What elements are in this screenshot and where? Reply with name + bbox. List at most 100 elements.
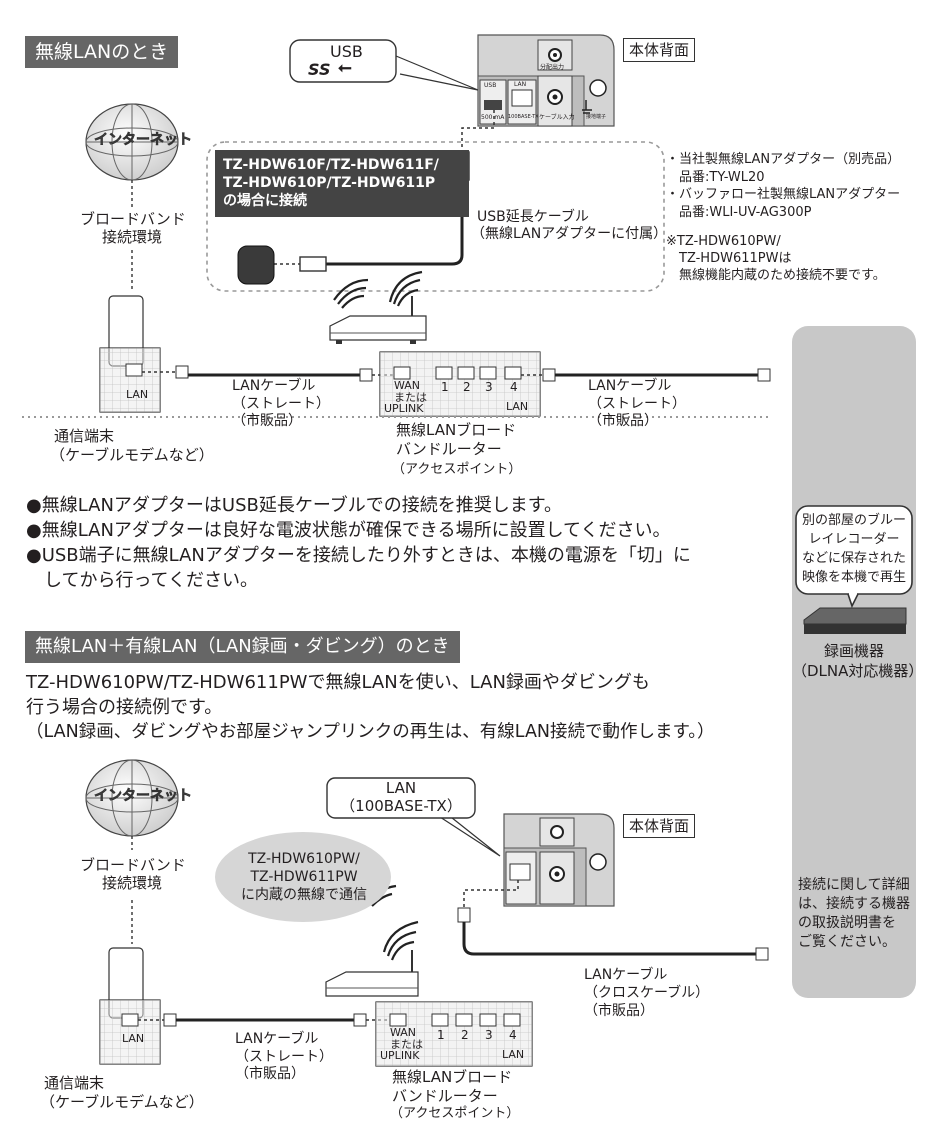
- bullet-3: ●USB端子に無線LANアダプターを接続したり外すときは、本機の電源を「切」に: [26, 545, 691, 566]
- adapter-item-2-code: 品番:WLI-UV-AG300P: [666, 204, 812, 220]
- builtin-bubble-text: TZ-HDW610PW/ TZ-HDW611PW に内蔵の無線で通信: [216, 850, 392, 905]
- adapter-item-2: ・バッファロー社製無線LANアダプター: [666, 187, 901, 203]
- back-usb-label: USB: [484, 82, 497, 89]
- side-device-line1: 録画機器: [823, 642, 884, 660]
- builtin-note: ※TZ-HDW610PW/ TZ-HDW611PWは 無線機能内蔵のため接続不要…: [666, 234, 886, 285]
- wan-2-line1: WAN: [390, 1026, 417, 1039]
- modem-lan-label: LAN: [126, 388, 149, 401]
- router-port-2: 2: [463, 380, 471, 394]
- adapter-item-1: ・当社製無線LANアダプター（別売品）: [666, 152, 901, 167]
- internet-label-2: インターネット: [94, 788, 193, 805]
- side-bubble-text: 別の部屋のブルー レイレコーダー などに保存された 映像を本機で再生: [798, 512, 910, 587]
- intro-line3: （LAN録画、ダビングやお部屋ジャンプリンクの再生は、有線LAN接続で動作します…: [26, 722, 715, 742]
- recorder-back-panel: [477, 34, 615, 127]
- lan-cable-left-line2: （ストレート）: [232, 395, 330, 412]
- back-lan-label: LAN: [514, 81, 527, 88]
- wan-line3: UPLINK: [384, 402, 424, 416]
- wan-label-2: WAN または UPLINK: [380, 1027, 423, 1062]
- back-ground-label: 接地端子: [586, 114, 607, 120]
- usb-cable-label: USB延長ケーブル （無線LANアダプターに付属）: [471, 209, 667, 243]
- builtin-note-line3: 無線機能内蔵のため接続不要です。: [666, 267, 886, 283]
- lan-cable-left-line3: （市販品）: [232, 413, 302, 429]
- router-lan-label: LAN: [506, 400, 529, 413]
- router-2-lan-label: LAN: [502, 1048, 525, 1061]
- broadband-line2-2: 接続環境: [101, 874, 162, 892]
- lan-callout: [326, 777, 476, 819]
- broadband-line1-2: ブロードバンド: [80, 856, 186, 874]
- lan-cable-right-line2: （ストレート）: [588, 395, 686, 412]
- usb-callout: [289, 39, 397, 83]
- side-detail-line3: の取扱説明書を: [798, 914, 896, 931]
- side-detail-note: 接続に関して詳細 は、接続する機器 の取扱説明書を ご覧ください。: [798, 876, 910, 952]
- cross-cable-line2: （クロスケーブル）: [584, 985, 710, 1002]
- lan-cable-left-label: LANケーブル （ストレート） （市販品）: [232, 378, 332, 431]
- builtin-note-line1: ※TZ-HDW610PW/: [666, 234, 781, 249]
- router-2-port-3: 3: [485, 1028, 493, 1042]
- router-2-line2: バンドルーター: [392, 1086, 498, 1105]
- broadband-line2: 接続環境: [101, 228, 162, 246]
- side-device-line2: （DLNA対応機器）: [792, 661, 924, 680]
- builtin-bubble-line1: TZ-HDW610PW/: [248, 851, 360, 867]
- recorder-back-panel-2: [503, 813, 615, 907]
- side-bubble-line1: 別の部屋のブルー: [801, 513, 906, 528]
- adapter-list: ・当社製無線LANアダプター（別売品） 品番:TY-WL20 ・バッファロー社製…: [666, 151, 900, 221]
- side-detail-line4: ご覧ください。: [798, 933, 896, 950]
- broadband-label-2: ブロードバンド 接続環境: [80, 856, 186, 892]
- back-split-label: 分配出力: [540, 64, 565, 71]
- lan-cable-right-line3: （市販品）: [588, 413, 658, 429]
- side-bubble-line3: などに保存された: [801, 550, 906, 566]
- router-port-3: 3: [485, 380, 493, 394]
- back-panel-label: 本体背面: [623, 38, 696, 62]
- lan-cable-right-label: LANケーブル （ストレート） （市販品）: [588, 378, 686, 431]
- usb-extension-cable: [325, 194, 464, 266]
- router-label: 無線LANブロード バンドルーター: [396, 421, 516, 459]
- router-2-port-4: 4: [509, 1028, 517, 1042]
- usb-callout-pointer: [395, 55, 479, 91]
- router-sub-label: （アクセスポイント）: [392, 462, 522, 477]
- router-line2: バンドルーター: [396, 439, 502, 458]
- lan-cable-label-2: LANケーブル （ストレート） （市販品）: [235, 1031, 333, 1084]
- lan-cable-2-line3: （市販品）: [235, 1066, 305, 1082]
- model-note-line2: TZ-HDW610P/TZ-HDW611P: [223, 175, 436, 192]
- router-2-line1: 無線LANブロード: [392, 1068, 513, 1086]
- side-device-label: 録画機器 （DLNA対応機器）: [792, 642, 924, 681]
- wan-label: WAN または UPLINK: [384, 380, 427, 415]
- terminal-label-2: 通信端末 （ケーブルモデムなど）: [40, 1074, 204, 1112]
- router-line1: 無線LANブロード: [396, 421, 517, 439]
- lan-cable-left-line1: LANケーブル: [232, 378, 316, 394]
- side-detail-line2: は、接続する機器: [798, 895, 910, 912]
- section-title-wired: 無線LAN＋有線LAN（LAN録画・ダビング）のとき: [25, 631, 460, 663]
- internet-label: インターネット: [94, 132, 193, 149]
- side-detail-line1: 接続に関して詳細: [798, 877, 910, 893]
- internet-globe: [85, 103, 179, 181]
- router: [329, 296, 541, 417]
- router-port-1: 1: [441, 380, 449, 394]
- modem: [99, 295, 161, 413]
- lan-cable-2-line2: （ストレート）: [235, 1048, 333, 1065]
- intro-line1: TZ-HDW610PW/TZ-HDW611PWで無線LANを使い、LAN録画やダ…: [26, 672, 650, 693]
- terminal-line1: 通信端末: [54, 427, 115, 445]
- router-2: [325, 950, 533, 1067]
- builtin-note-line2: TZ-HDW611PWは: [666, 250, 792, 266]
- modem-lan-label-2: LAN: [122, 1032, 145, 1045]
- usb-cable-line2: （無線LANアダプターに付属）: [471, 225, 668, 242]
- model-note-line3: の場合に接続: [223, 193, 307, 210]
- section-title-wireless: 無線LANのとき: [25, 36, 179, 68]
- modem-2: [99, 947, 161, 1065]
- wan-line1: WAN: [394, 379, 421, 392]
- back-ma-label: 500 mA: [481, 114, 505, 121]
- side-panel: [792, 326, 916, 998]
- builtin-wireless-bubble: [215, 832, 391, 922]
- terminal-2-line1: 通信端末: [44, 1074, 105, 1092]
- bullet-3-cont: してから行ってください。: [26, 570, 259, 591]
- back-cable-label: ケーブル入力: [539, 114, 575, 121]
- builtin-bubble-line3: に内蔵の無線で通信: [241, 887, 367, 904]
- usb-ss-mark: SS: [308, 60, 331, 79]
- cross-cable: [462, 922, 756, 956]
- broadband-label: ブロードバンド 接続環境: [80, 210, 186, 246]
- lan-callout-line2: （100BASE-TX）: [340, 797, 462, 815]
- adapter-item-1-code: 品番:TY-WL20: [666, 169, 765, 185]
- wireless-adapter: [237, 245, 275, 285]
- terminal-label: 通信端末 （ケーブルモデムなど）: [50, 427, 214, 465]
- model-note-line1: TZ-HDW610F/TZ-HDW611F/: [223, 157, 439, 173]
